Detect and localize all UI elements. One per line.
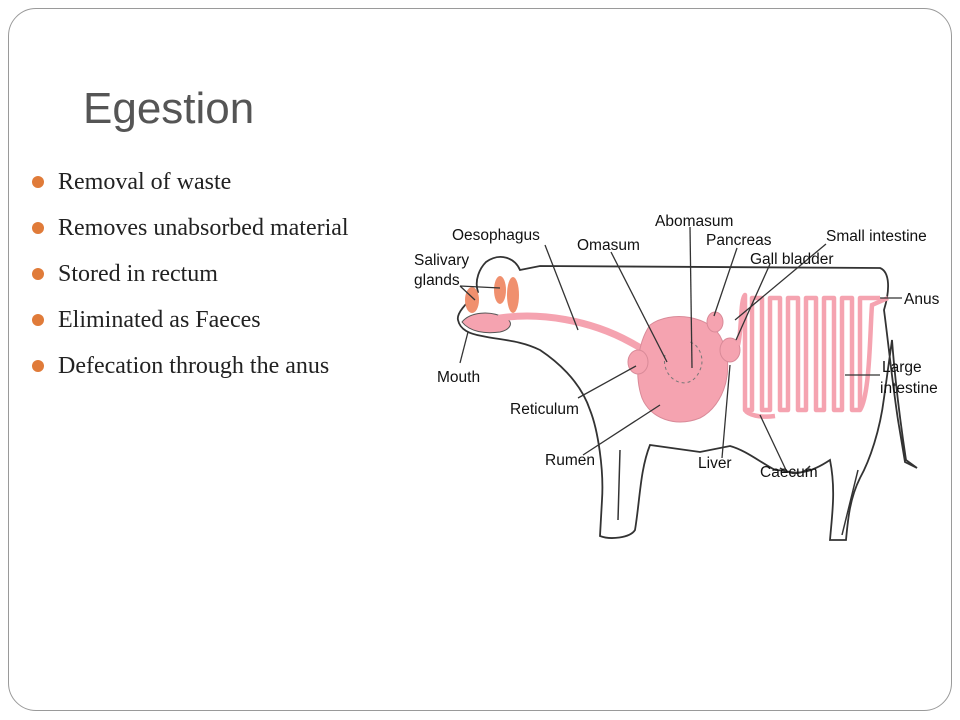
label-rumen: Rumen — [545, 452, 595, 469]
bullet-text: Removes unabsorbed material — [58, 215, 349, 241]
bullet-list: Removal of waste Removes unabsorbed mate… — [30, 166, 370, 396]
salivary-gland-1 — [465, 287, 479, 313]
label-liver: Liver — [698, 455, 732, 472]
label-mouth: Mouth — [437, 369, 480, 386]
bullet-dot-icon — [32, 360, 44, 372]
bullet-text: Eliminated as Faeces — [58, 307, 261, 333]
bullet-text: Removal of waste — [58, 169, 232, 195]
leader-lines — [459, 226, 902, 471]
slide-frame — [8, 8, 952, 711]
label-small-intestine: Small intestine — [826, 228, 927, 245]
label-oesophagus: Oesophagus — [452, 227, 540, 244]
bullet-dot-icon — [32, 268, 44, 280]
bullet-dot-icon — [32, 176, 44, 188]
bullet-item: Stored in rectum — [30, 258, 370, 290]
salivary-gland-2 — [494, 276, 506, 304]
bullet-item: Eliminated as Faeces — [30, 304, 370, 336]
label-salivary: Salivary — [414, 252, 469, 269]
omasum — [719, 337, 741, 363]
label-reticulum: Reticulum — [510, 401, 579, 418]
salivary-gland-3 — [507, 277, 519, 313]
bullet-dot-icon — [32, 222, 44, 234]
label-glands: glands — [414, 272, 460, 289]
label-pancreas: Pancreas — [706, 232, 772, 249]
large-intestine — [743, 295, 889, 419]
label-intestine: intestine — [880, 380, 938, 397]
bullet-text: Stored in rectum — [58, 261, 218, 287]
reticulum — [627, 349, 649, 375]
label-anus: Anus — [904, 291, 940, 308]
label-caecum: Caecum — [760, 464, 818, 481]
label-omasum: Omasum — [577, 237, 640, 254]
bullet-text: Defecation through the anus — [58, 353, 330, 379]
small-intestine — [735, 292, 880, 413]
bullet-item: Removes unabsorbed material — [30, 212, 370, 244]
rumen — [637, 316, 729, 423]
slide-title: Egestion — [83, 84, 255, 133]
cow-digestive-diagram: Oesophagus Abomasum Omasum Pancreas Smal… — [414, 213, 940, 541]
label-gall-bladder: Gall bladder — [750, 251, 834, 268]
label-large: Large — [882, 359, 922, 376]
bullet-item: Defecation through the anus — [30, 350, 370, 382]
label-abomasum: Abomasum — [655, 213, 733, 230]
bullet-item: Removal of waste — [30, 166, 370, 198]
leg-outline — [617, 449, 859, 536]
bullet-dot-icon — [32, 314, 44, 326]
cow-body-outline — [457, 256, 918, 541]
